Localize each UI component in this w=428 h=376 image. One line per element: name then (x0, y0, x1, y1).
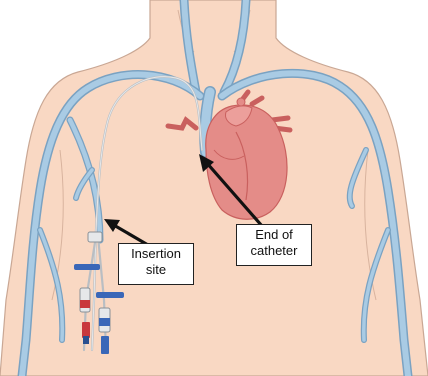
label-insertion-line1: Insertion (123, 246, 189, 262)
label-insertion-line2: site (123, 262, 189, 278)
label-end-line2: catheter (241, 243, 307, 259)
label-end-line1: End of (241, 227, 307, 243)
label-insertion-site: Insertion site (118, 243, 194, 285)
label-end-of-catheter: End of catheter (236, 224, 312, 266)
